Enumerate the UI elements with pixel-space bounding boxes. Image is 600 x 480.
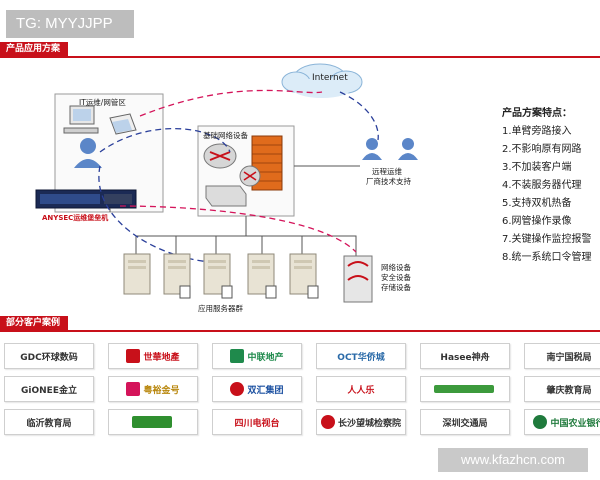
router-icon	[203, 143, 237, 169]
feature-item: 1.单臂旁路接入	[502, 126, 572, 137]
appliance-label: ANYSEC运维堡垒机	[42, 214, 109, 222]
network-diagram	[35, 63, 418, 303]
net-device-label: 网络设备	[381, 263, 411, 272]
disk-icons	[179, 285, 319, 299]
flow-appliance-storage	[119, 205, 357, 253]
remote-support-label-2: 厂商技术支持	[366, 177, 411, 186]
it-area-label: IT运维/网管区	[79, 98, 126, 107]
flow-internet-remote	[339, 91, 379, 141]
security-device-label: 安全设备	[381, 273, 411, 282]
feature-item: 5.支持双机热备	[502, 198, 572, 209]
feature-item: 3.不加装客户端	[502, 162, 572, 173]
storage-device-label: 存储设备	[381, 283, 411, 292]
server-group-label: 应用服务器群	[198, 304, 243, 313]
remote-user-icon	[362, 138, 418, 160]
flow-admin-core	[99, 127, 231, 153]
features-title: 产品方案特点：	[502, 108, 572, 119]
feature-item: 8.统一系统口令管理	[502, 252, 592, 263]
laptop-icon	[109, 113, 137, 135]
client-logo-shenzhen-traffic: 深圳交通局	[420, 409, 510, 435]
section-header-solution	[0, 42, 600, 58]
overlay-tag: TG: MYYJJPP	[6, 10, 134, 38]
section-title-clients: 部分客户案例	[0, 316, 69, 330]
client-logo-changsha-procuratorate: 长沙望城检察院	[316, 409, 406, 435]
client-logo-gionee: GiONEE金立	[4, 376, 94, 402]
section-title-solution: 产品应用方案	[0, 42, 69, 56]
client-logo-abc-bank: 中国农业银行	[524, 409, 600, 435]
client-logo-greentrans	[420, 376, 510, 402]
flow-remote-dashed	[139, 89, 323, 117]
client-logo-zhaoqing-edu: 肇庆教育局	[524, 376, 600, 402]
core-network-label: 基础网络设备	[203, 131, 248, 140]
server-drive-icons	[128, 260, 312, 269]
bastion-appliance-icon	[35, 189, 137, 209]
client-logo-nanning-tax: 南宁国税局	[524, 343, 600, 369]
client-logo-shuanghui: 双汇集团	[212, 376, 302, 402]
feature-item: 6.网管操作录像	[502, 216, 572, 227]
remote-support-label-1: 远程运维	[372, 167, 402, 176]
client-logo-linyi-edu: 临沂教育局	[4, 409, 94, 435]
client-logo-yueyu: 粤裕金号	[108, 376, 198, 402]
client-logo-gdc: GDC环球数码	[4, 343, 94, 369]
client-logo-sichuan-tv: 四川电视台	[212, 409, 302, 435]
internet-cloud-icon	[281, 63, 363, 98]
storage-device-icon	[343, 255, 373, 303]
client-logo-zhonglian: 中联地产	[212, 343, 302, 369]
connector-lines	[109, 165, 360, 256]
admin-user-icon	[74, 138, 102, 168]
client-logo-calligraphy	[108, 409, 198, 435]
client-logo-shihua: 世華地產	[108, 343, 198, 369]
feature-item: 2.不影响原有网路	[502, 144, 582, 155]
feature-item: 4.不装服务器代理	[502, 180, 582, 191]
section-header-clients	[0, 316, 600, 332]
workstation-icon	[63, 105, 99, 134]
internet-label: Internet	[312, 73, 348, 83]
feature-item: 7.关键操作监控报警	[502, 234, 592, 245]
switch-icon	[205, 165, 261, 207]
client-logo-oct: OCT华侨城	[316, 343, 406, 369]
client-logo-hasee: Hasee神舟	[420, 343, 510, 369]
watermark: www.kfazhcn.com	[438, 448, 588, 472]
client-logo-renrenle: 人人乐	[316, 376, 406, 402]
